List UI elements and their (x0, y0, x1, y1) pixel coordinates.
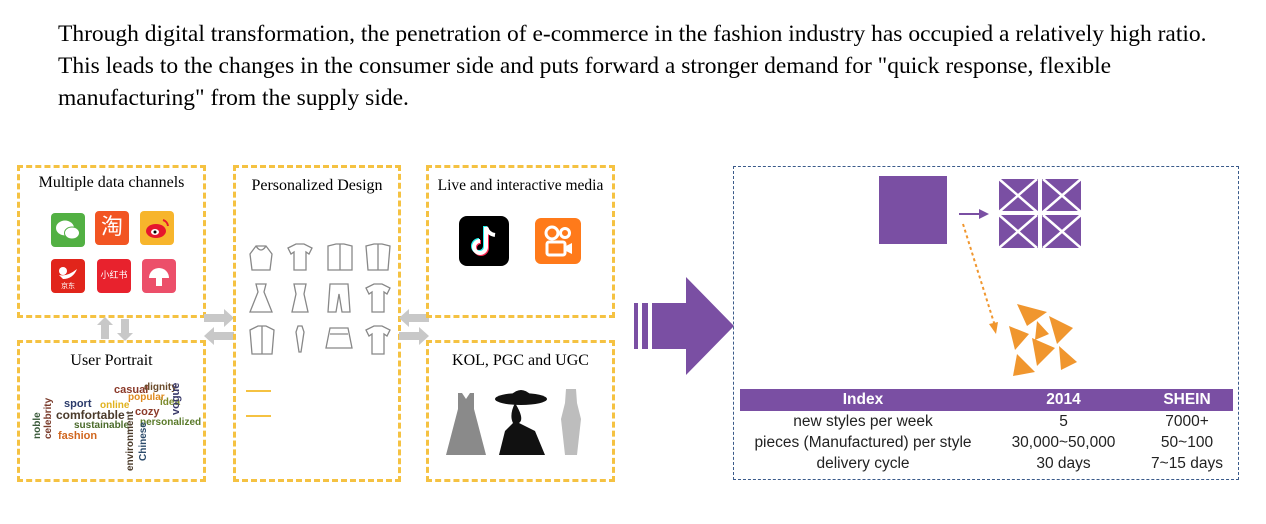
slip-dress-icon (291, 283, 309, 313)
skirt-icon (325, 327, 353, 349)
trousers-icon (327, 283, 351, 313)
flexible-manufacturing-graphic (879, 176, 1082, 376)
data-channels-box: Multiple data channels 淘 京东 小红书 (17, 165, 206, 318)
table-header-row: Index 2014 SHEIN (740, 389, 1233, 411)
taobao-icon: 淘 (95, 211, 129, 245)
shein-comparison-table: Index 2014 SHEIN new styles per week 5 7… (740, 389, 1233, 474)
table-cell: 7000+ (1165, 412, 1209, 430)
garment-icons-grid (249, 243, 391, 355)
jd-icon: 京东 (51, 259, 85, 293)
kol-box: KOL, PGC and UGC (426, 340, 615, 482)
word-celebrity: celebrity (43, 397, 54, 439)
xiaohongshu-icon: 小红书 (97, 259, 131, 293)
table-cell: delivery cycle (816, 454, 910, 472)
word-idea: idea (160, 397, 181, 408)
taobao-label: 淘 (100, 215, 123, 240)
word-cozy: cozy (135, 406, 160, 418)
jd-label: 京东 (61, 282, 75, 290)
personalized-design-box: Personalized Design (233, 165, 401, 482)
table-row: new styles per week 5 7000+ (740, 411, 1233, 432)
table-cell: new styles per week (793, 412, 933, 430)
design-dash-mark-1 (246, 390, 271, 392)
bidirectional-horizontal-arrow-right-icon (399, 309, 429, 345)
word-chinese: Chinese (138, 422, 149, 461)
wechat-icon (51, 213, 85, 247)
word-dignity: dignity (144, 382, 177, 393)
polo-shirt-icon (365, 325, 391, 355)
live-media-title: Live and interactive media (437, 177, 604, 194)
table-header-2014: 2014 (986, 389, 1141, 411)
word-environment: environment (125, 410, 136, 471)
word-personalized: personalized (140, 417, 202, 428)
intro-paragraph: Through digital transformation, the pene… (58, 21, 1207, 111)
transition-arrow-icon (634, 277, 734, 375)
word-noble: noble (32, 412, 43, 439)
live-media-box: Live and interactive media (426, 165, 615, 318)
coat-icon (249, 325, 275, 355)
design-dash-mark-2 (246, 415, 271, 417)
xiaohongshu-label: 小红书 (100, 271, 128, 281)
word-casual: casual (114, 384, 149, 396)
word-sport: sport (64, 398, 92, 410)
word-online: online (100, 400, 130, 411)
necktie-icon (295, 325, 305, 353)
table-header-shein: SHEIN (1141, 389, 1233, 411)
jacket-icon (327, 243, 353, 271)
word-comfortable: comfortable (56, 408, 125, 422)
bidirectional-vertical-arrow-icon (97, 317, 133, 341)
table-cell: pieces (Manufactured) per style (754, 433, 972, 451)
user-portrait-box: User Portrait casual dignity popular spo… (17, 340, 206, 482)
table-cell: 7~15 days (1151, 454, 1223, 472)
tiktok-icon (459, 216, 509, 266)
bidirectional-horizontal-arrow-left-icon (204, 309, 234, 345)
word-vogue: vogue (170, 382, 182, 415)
hoodie-icon (249, 245, 273, 271)
woman-hat-silhouette-icon (495, 390, 547, 455)
long-dress-silhouette-icon (561, 389, 581, 455)
word-popular: popular (128, 392, 165, 403)
table-cell: 30 days (1036, 454, 1091, 472)
weibo-icon (140, 211, 174, 245)
shirt-icon (365, 283, 391, 313)
kuaishou-icon (535, 218, 581, 264)
table-header-index: Index (740, 389, 986, 411)
mushroom-icon (142, 259, 176, 293)
data-channels-title: Multiple data channels (38, 174, 185, 191)
word-fashion: fashion (58, 430, 98, 442)
shein-comparison-panel (733, 166, 1239, 480)
table-row: pieces (Manufactured) per style 30,000~5… (740, 432, 1233, 453)
table-cell: 50~100 (1160, 433, 1214, 451)
tshirt-icon (287, 243, 313, 271)
dress-silhouette-icon (446, 393, 486, 455)
table-row: delivery cycle 30 days 7~15 days (740, 453, 1233, 474)
personalized-design-title: Personalized Design (251, 177, 383, 194)
word-sustainable: sustainable (74, 420, 130, 431)
user-portrait-title: User Portrait (70, 352, 153, 369)
table-cell: 5 (1059, 412, 1068, 430)
table-cell: 30,000~50,000 (1011, 433, 1116, 451)
blazer-icon (365, 243, 391, 271)
kol-title: KOL, PGC and UGC (452, 352, 589, 369)
dress-icon (249, 283, 273, 313)
